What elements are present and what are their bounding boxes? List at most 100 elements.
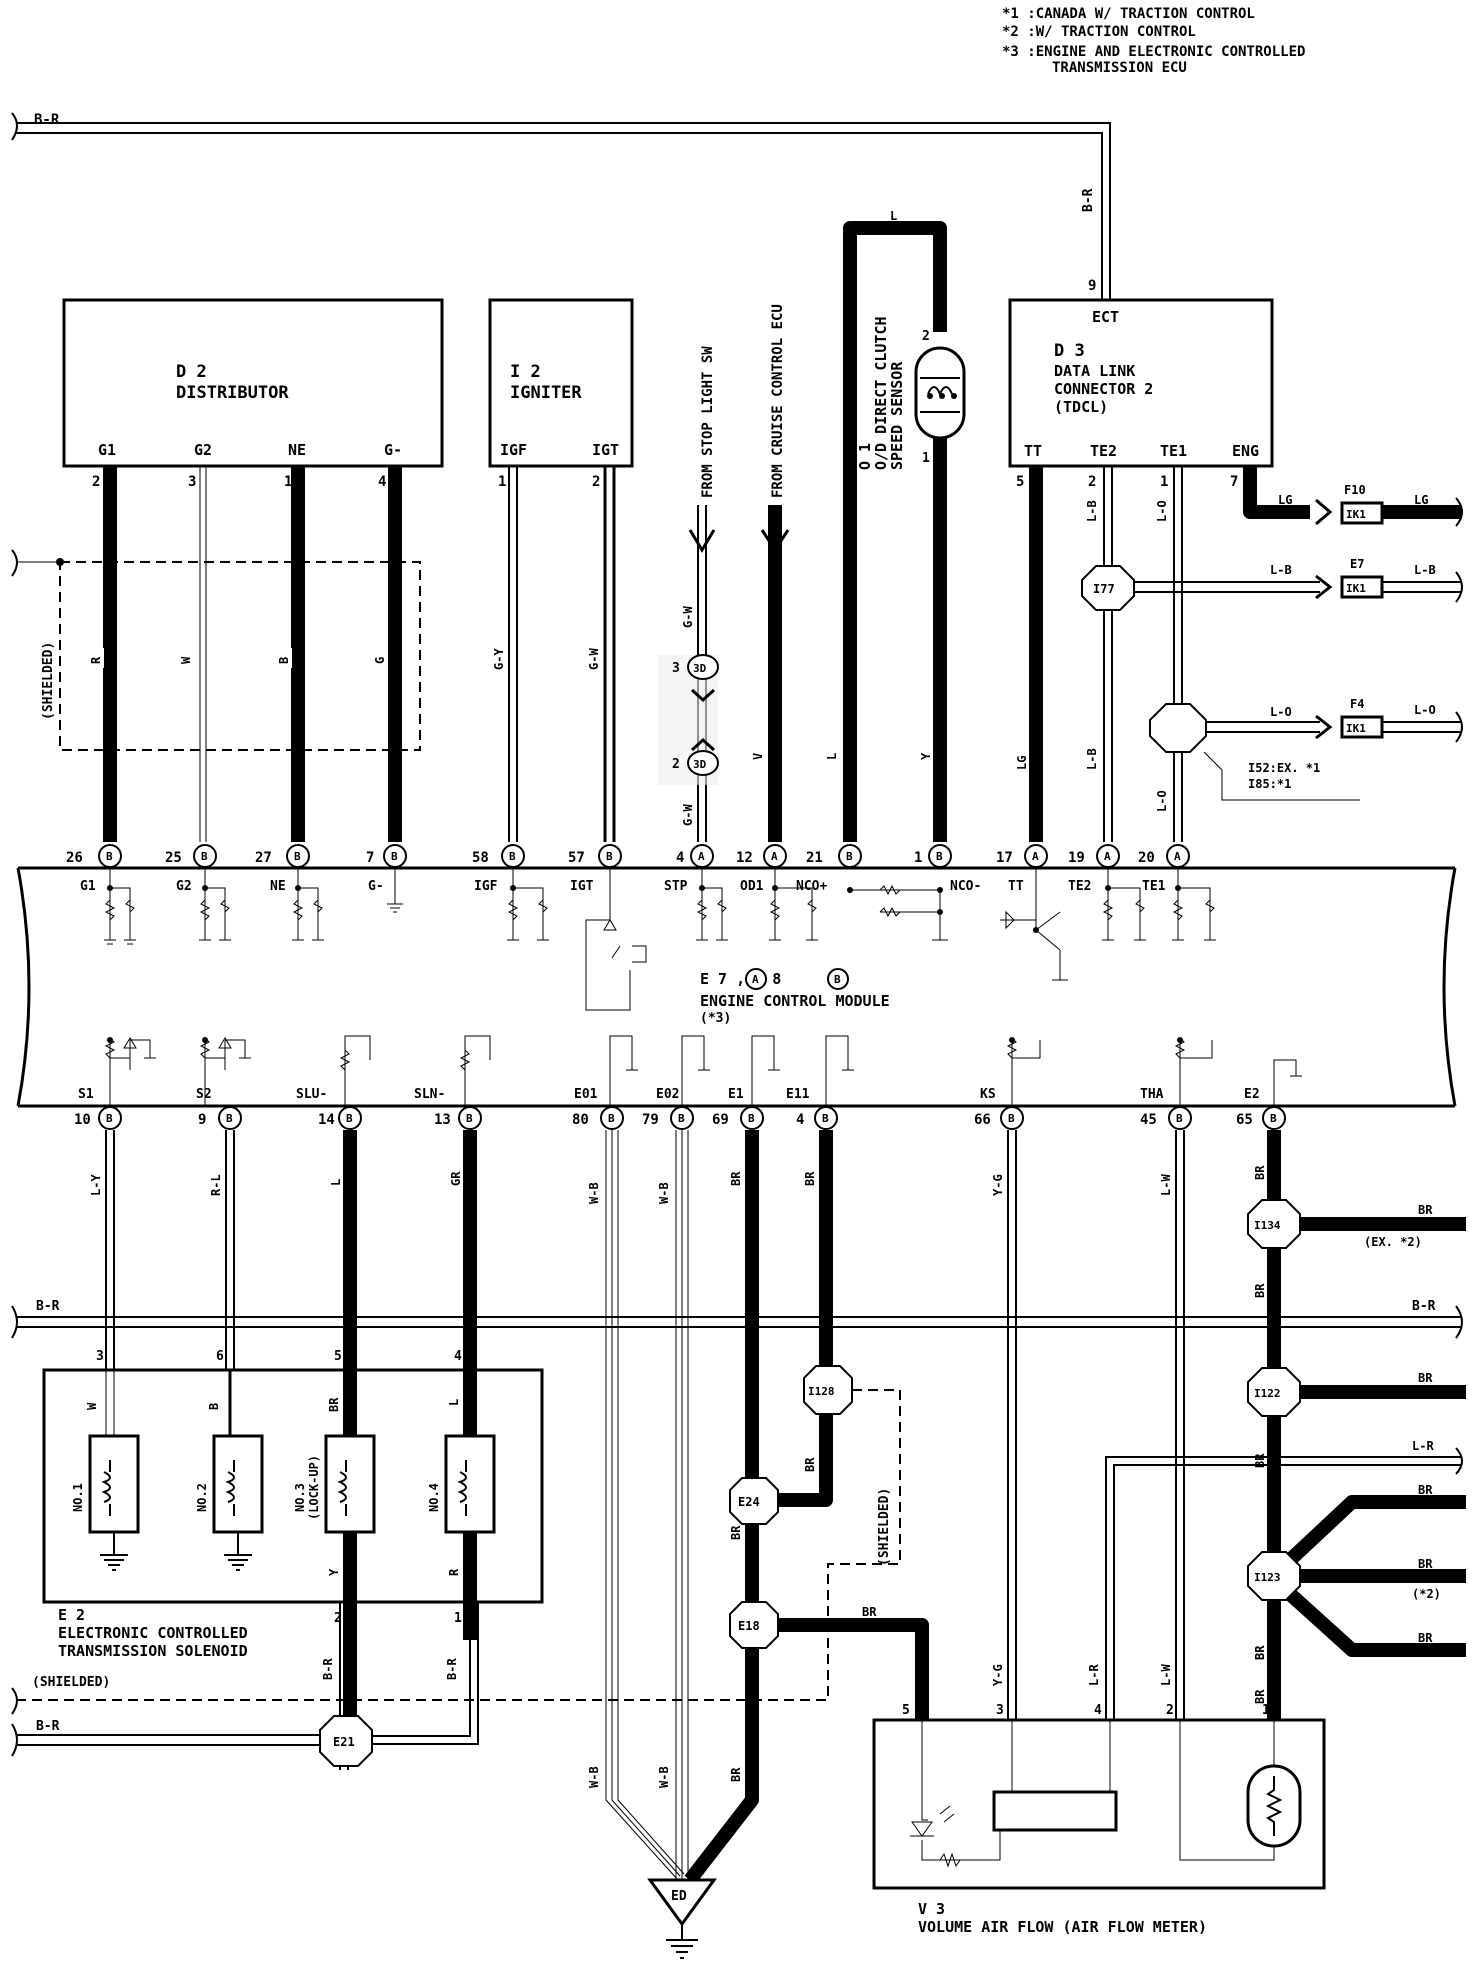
ecm-bot-num-4: 13 xyxy=(434,1112,451,1128)
stp-pin-bottom: 2 xyxy=(672,757,680,772)
ecm-name: ENGINE CONTROL MODULE xyxy=(700,992,890,1010)
e24-label: E24 xyxy=(738,1495,760,1509)
ecm-label-igt: IGT xyxy=(570,879,594,894)
wire-label-gm: G xyxy=(373,657,387,664)
sensor-wires: Y-G Y-G L-W L-W L-R L-R BR BR BR BR I134… xyxy=(991,1130,1466,1720)
ecm-id-conn-b: B xyxy=(834,973,841,986)
ecm-bottom-terminals: 10 B 9 B 14 B 13 B 80 B 79 B 69 B 4 B 66… xyxy=(74,1106,1286,1130)
ecm-note: (*3) xyxy=(700,1011,731,1026)
solenoid-name-1: ELECTRONIC CONTROLLED xyxy=(58,1624,248,1642)
wire-label-e1-to-ed: BR xyxy=(729,1767,743,1782)
f10-label: F10 xyxy=(1344,483,1366,497)
wire-label-g2: W xyxy=(179,656,193,664)
distributor-pinnum-4: 4 xyxy=(378,474,386,490)
ecm-top-conn-4: B xyxy=(391,850,398,863)
afm-id: V 3 xyxy=(918,1900,945,1918)
i52-note: I52:EX. *1 xyxy=(1248,761,1320,775)
wire-label-te2-lower: L-B xyxy=(1085,748,1099,770)
ik1-eng: IK1 xyxy=(1346,508,1366,521)
wire-label-e1: BR xyxy=(729,1171,743,1186)
wire-label-nco-loop: L xyxy=(890,209,897,223)
speed-sensor-pin-bottom: 1 xyxy=(922,451,930,466)
ecm-label-stp: STP xyxy=(664,879,688,894)
igniter-id: I 2 xyxy=(510,362,541,382)
ecm-label-nco-plus: NCO+ xyxy=(796,879,827,894)
ecm-label-e2: E2 xyxy=(1244,1087,1260,1102)
wire-label-od1: V xyxy=(751,753,765,760)
ecm-label-te1: TE1 xyxy=(1142,879,1166,894)
ecm-bot-num-9: 66 xyxy=(974,1112,991,1128)
solenoid-gnd-pin-2: 2 xyxy=(334,1611,342,1626)
note-3: *3 :ENGINE AND ELECTRONIC CONTROLLED xyxy=(1002,44,1305,60)
wire-label-afm4: L-R xyxy=(1087,1664,1101,1686)
wire-label-mid-right: B-R xyxy=(1412,1299,1436,1314)
f4-connector-label: F4 xyxy=(1350,697,1364,711)
wire-label-e02-lower: W-B xyxy=(657,1766,671,1788)
ecm-label-igf: IGF xyxy=(474,879,498,894)
cruise-feed: FROM CRUISE CONTROL ECU V xyxy=(751,304,790,842)
ecm-bot-num-3: 14 xyxy=(318,1112,335,1128)
ecm-top-conn-3: B xyxy=(294,850,301,863)
ecm-label-g1: G1 xyxy=(80,879,96,894)
wire-label-igt: G-W xyxy=(587,648,601,670)
note-2: *2 :W/ TRACTION CONTROL xyxy=(1002,24,1196,40)
ecm-top-conn-9: B xyxy=(846,850,853,863)
ecm-top-num-9: 21 xyxy=(806,850,823,866)
ecm-top-num-11: 17 xyxy=(996,850,1013,866)
wire-label-e1-lower: BR xyxy=(729,1525,743,1540)
e18-label: E18 xyxy=(738,1619,760,1633)
dlc-pinnum-tt: 5 xyxy=(1016,474,1024,490)
wire-label-s1: L-Y xyxy=(89,1174,103,1196)
wire-label-e2-seg4: BR xyxy=(1253,1645,1267,1660)
ecm-label-e1: E1 xyxy=(728,1087,744,1102)
ecm-top-conn-1: B xyxy=(106,850,113,863)
wire-label-e11-lower: BR xyxy=(803,1457,817,1472)
afm-pinnum-2: 2 xyxy=(1166,1703,1174,1718)
ecm-bot-num-8: 4 xyxy=(796,1112,804,1128)
ecm-label-sln: SLN- xyxy=(414,1087,445,1102)
ecm-label-nco-minus: NCO- xyxy=(950,879,981,894)
wire-label-e2-seg2: BR xyxy=(1253,1453,1267,1468)
ecm-bot-conn-9: B xyxy=(1008,1112,1015,1125)
wire-label-stp-upper: G-W xyxy=(681,606,695,628)
ex2-label: (EX. *2) xyxy=(1364,1235,1422,1249)
ecm-bot-num-2: 9 xyxy=(198,1112,206,1128)
i122-label: I122 xyxy=(1254,1387,1281,1400)
igniter-name: IGNITER xyxy=(510,383,582,403)
wire-label-slu: L xyxy=(329,1179,343,1186)
ecm-bot-conn-4: B xyxy=(466,1112,473,1125)
solenoid-label-no3: NO.3 xyxy=(293,1483,307,1512)
solenoid-ground-wires: B-R B-R (SHIELDED) B-R E21 xyxy=(11,1563,900,1770)
data-link-connector: 9 ECT D 3 DATA LINK CONNECTOR 2 (TDCL) T… xyxy=(1008,278,1274,490)
dlc-pin-eng: ENG xyxy=(1232,442,1259,460)
ecm-top-conn-10: B xyxy=(936,850,943,863)
afm-pinnum-1: 1 xyxy=(1262,1703,1270,1718)
from-cruise-text: FROM CRUISE CONTROL ECU xyxy=(770,304,786,498)
ecm-label-g2: G2 xyxy=(176,879,192,894)
solenoid-pinnum-6: 6 xyxy=(216,1349,224,1364)
ecm-bot-num-5: 80 xyxy=(572,1112,589,1128)
ecm-label-te2: TE2 xyxy=(1068,879,1091,894)
ecm-bot-num-10: 45 xyxy=(1140,1112,1157,1128)
ecm-top-num-3: 27 xyxy=(255,850,272,866)
dlc-pinnum-te2: 2 xyxy=(1088,474,1096,490)
ecm-top-num-10: 1 xyxy=(914,850,922,866)
solenoid-gnd-pin-1: 1 xyxy=(454,1611,462,1626)
ecm-label-s1: S1 xyxy=(78,1087,94,1102)
engine-control-module: G1 G2 NE G- IGF IGT STP OD1 NCO+ NCO- TT… xyxy=(16,866,1457,1108)
ecm-label-tha: THA xyxy=(1140,1087,1164,1102)
solenoid-label-no1: NO.1 xyxy=(71,1483,85,1512)
wire-label-tt: LG xyxy=(1015,756,1029,770)
ecm-top-conn-6: B xyxy=(606,850,613,863)
ecm-top-num-5: 58 xyxy=(472,850,489,866)
ecm-bot-conn-8: B xyxy=(822,1112,829,1125)
stp-pin-top: 3 xyxy=(672,661,680,676)
ecm-bot-conn-10: B xyxy=(1176,1112,1183,1125)
afm-pinnum-4: 4 xyxy=(1094,1703,1102,1718)
igniter-pin-igt: IGT xyxy=(592,441,619,459)
wire-label-e01-lower: W-B xyxy=(587,1766,601,1788)
shield-label-e11: (SHIELDED) xyxy=(877,1488,892,1566)
dlc-pin-te1: TE1 xyxy=(1160,442,1187,460)
ecm-top-num-4: 7 xyxy=(366,850,374,866)
